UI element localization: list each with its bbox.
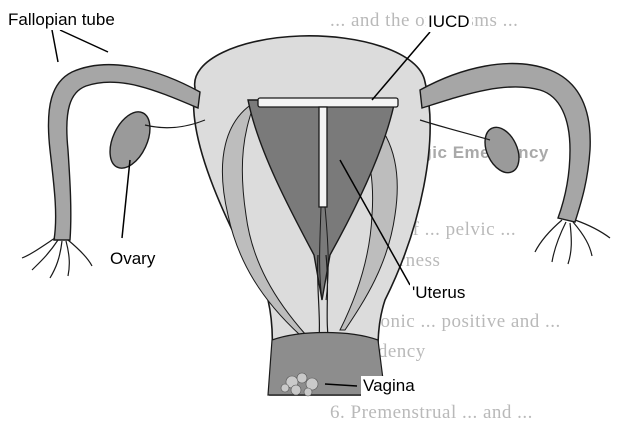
right-ovary [478, 122, 525, 178]
label-ovary: Ovary [108, 249, 157, 269]
right-fimbriae [535, 220, 610, 264]
left-fimbriae [22, 238, 92, 278]
label-vagina: Vagina [361, 376, 417, 396]
label-iucd: IUCD [426, 12, 472, 32]
label-fallopian-tube: Fallopian tube [6, 10, 117, 30]
label-uterus: 'Uterus [410, 283, 467, 303]
